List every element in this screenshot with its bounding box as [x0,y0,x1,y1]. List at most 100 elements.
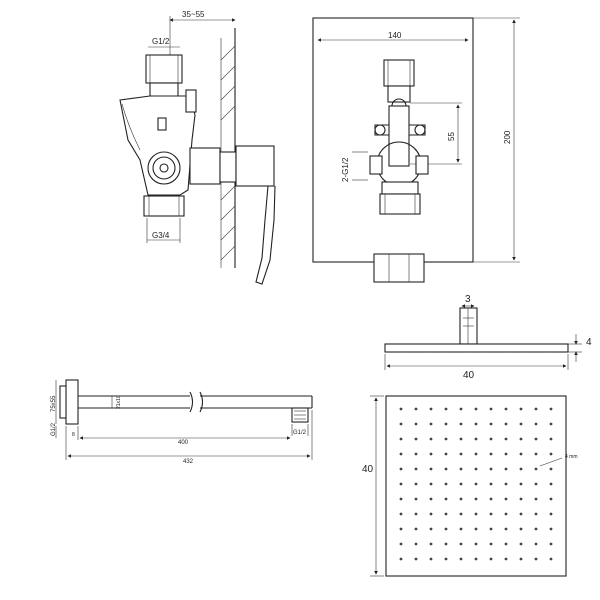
nozzle-dot [444,407,448,411]
nozzle-dot [474,512,478,516]
arm-port-left-label: G1/2 [51,422,57,436]
nozzle-dot [429,557,433,561]
nozzle-dot [459,497,463,501]
nozzle-dot [414,452,418,456]
nozzle-dot [414,467,418,471]
nozzle-grid [399,407,553,561]
nozzle-dot [549,467,553,471]
shower-head-side-view: 3 4 40 [384,294,592,381]
nozzle-dot [459,467,463,471]
nozzle-dot [399,437,403,441]
nozzle-dot [459,542,463,546]
nozzle-dot [429,467,433,471]
shower-head-top-view: 40 4 mm [362,395,578,577]
nozzle-dot [444,527,448,531]
nozzle-dot [504,467,508,471]
nozzle-dot [414,527,418,531]
nozzle-dot [474,542,478,546]
nozzle-dot [489,437,493,441]
nozzle-dot [429,542,433,546]
nozzle-dot [399,512,403,516]
nozzle-dot [414,557,418,561]
nozzle-dot [459,437,463,441]
flange-label: 75x55 [51,395,57,412]
nozzle-dot [519,512,523,516]
outlet-bottom-label: G3/4 [152,231,170,240]
nozzle-dot [459,527,463,531]
nozzle-dot [399,482,403,486]
nozzle-dot [519,467,523,471]
offset-label: 55 [447,132,456,141]
shower-arm-view: 75x55 G1/2 21x10 G1/2 8 400 432 [51,379,313,465]
nozzle-dot [414,437,418,441]
head-width-label: 40 [463,370,475,381]
nozzle-dot [474,557,478,561]
nozzle-dot [459,557,463,561]
nozzle-dot [519,527,523,531]
nozzle-dot [504,557,508,561]
arm-port-right-label: G1/2 [293,430,307,436]
nozzle-dot [489,497,493,501]
nozzle-dot [489,482,493,486]
inlet-top-label: G1/2 [152,37,170,46]
nozzle-dot [414,512,418,516]
nozzle-dot [549,497,553,501]
nozzle-dot [444,557,448,561]
nozzle-dot [519,437,523,441]
nozzle-dot [414,407,418,411]
nozzle-dot [399,542,403,546]
head-depth-label: 3 [465,294,471,305]
nozzle-dot [534,542,538,546]
tube-size-label: 21x10 [116,395,122,409]
nozzle-size-label: 4 mm [565,454,578,460]
nozzle-dot [444,467,448,471]
nozzle-dot [399,407,403,411]
nozzle-dot [399,557,403,561]
nozzle-dot [489,542,493,546]
front-height-label: 200 [503,130,512,144]
nozzle-dot [519,557,523,561]
side-ports-label: 2-G1/2 [341,157,350,182]
wall-depth-label: 35~55 [182,10,205,19]
arm-total-length-label: 432 [183,459,194,465]
nozzle-dot [519,497,523,501]
nozzle-dot [489,452,493,456]
nozzle-dot [534,512,538,516]
nozzle-dot [519,542,523,546]
nozzle-dot [534,452,538,456]
nozzle-dot [504,497,508,501]
nozzle-dot [444,482,448,486]
valve-side-view: 35~55 G1/2 G3/4 [119,10,276,285]
nozzle-dot [444,422,448,426]
nozzle-dot [504,437,508,441]
nozzle-dot [519,422,523,426]
nozzle-dot [534,422,538,426]
nozzle-dot [504,407,508,411]
nozzle-dot [444,542,448,546]
nozzle-dot [474,527,478,531]
nozzle-dot [549,452,553,456]
nozzle-dot [489,557,493,561]
nozzle-dot [519,482,523,486]
nozzle-dot [534,467,538,471]
nozzle-dot [504,542,508,546]
nozzle-dot [549,527,553,531]
nozzle-dot [414,482,418,486]
nozzle-dot [489,422,493,426]
front-width-label: 140 [388,31,402,40]
nozzle-dot [474,407,478,411]
nozzle-dot [399,467,403,471]
nozzle-dot [429,512,433,516]
head-size-label: 40 [362,464,374,475]
nozzle-dot [549,437,553,441]
arm-small-dim-label: 8 [72,432,75,438]
nozzle-dot [414,542,418,546]
nozzle-dot [414,497,418,501]
nozzle-dot [534,527,538,531]
nozzle-dot [504,452,508,456]
nozzle-dot [429,497,433,501]
nozzle-dot [549,542,553,546]
nozzle-dot [474,437,478,441]
nozzle-dot [399,452,403,456]
